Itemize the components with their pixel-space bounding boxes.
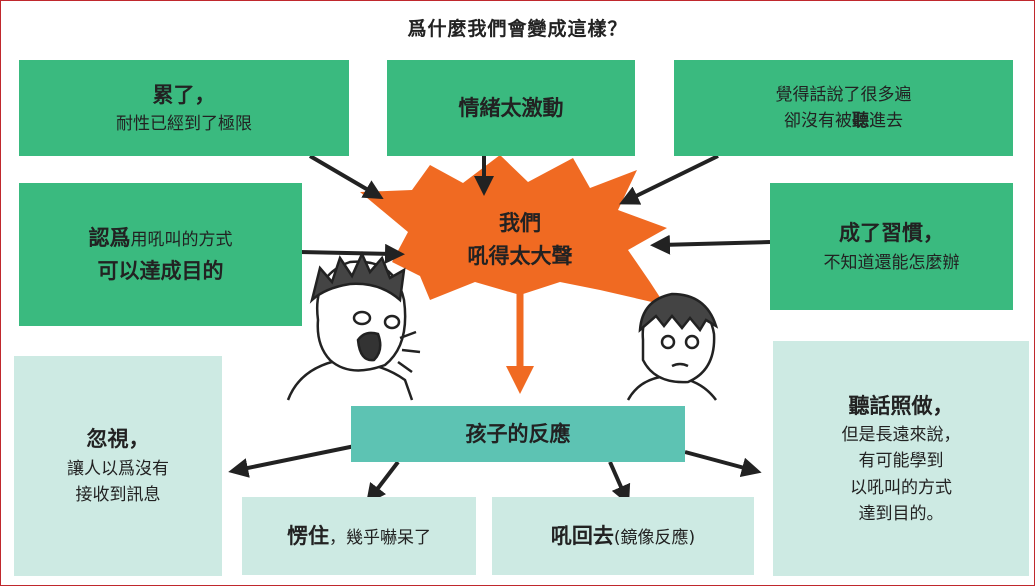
cause-tired-detail: 耐性已經到了極限: [116, 114, 252, 135]
reaction-ignore-line1: 讓人以爲沒有: [67, 458, 169, 479]
reaction-ignore-line2: 接收到訊息: [75, 485, 161, 506]
reaction-obey-line2: 有可能學到: [858, 451, 944, 472]
cause-tired-box: 累了， 耐性已經到了極限: [19, 60, 349, 156]
reaction-obey-line1: 但是長遠來說，: [841, 425, 961, 446]
arrow-ignore: [228, 444, 356, 478]
reaction-title-box: 孩子的反應: [351, 406, 685, 462]
arrow-obey: [684, 450, 762, 478]
cause-unheard-box: 覺得話說了很多遍 卻沒有被聽進去: [674, 60, 1013, 156]
arrow-unheard: [619, 154, 719, 205]
arrow-method: [299, 243, 405, 264]
reaction-ignore-heading: 忽視，: [86, 427, 150, 452]
cause-habit-heading: 成了習慣，: [839, 221, 944, 246]
child-illustration: [626, 292, 719, 401]
center-line2: 吼得太大聲: [467, 244, 573, 268]
cause-method-box: 認爲用吼叫的方式 可以達成目的: [19, 183, 302, 326]
arrow-habit: [650, 234, 771, 255]
arrow-yell-back: [608, 461, 631, 506]
reaction-stunned-text: 愣住，幾乎嚇呆了: [287, 523, 431, 548]
reaction-obey-line3: 以吼叫的方式: [850, 477, 952, 498]
cause-method-line2: 可以達成目的: [97, 258, 224, 283]
reaction-title: 孩子的反應: [465, 421, 571, 446]
center-burst-text: 我們 吼得太大聲: [430, 200, 610, 280]
cause-tired-heading: 累了，: [152, 82, 216, 107]
reaction-yell-back-box: 吼回去(鏡像反應): [492, 497, 754, 575]
cause-method-line1: 認爲用吼叫的方式: [88, 225, 233, 250]
burst-shape: [360, 155, 667, 305]
yelling-adult-illustration: [286, 250, 421, 401]
reaction-ignore-box: 忽視， 讓人以爲沒有 接收到訊息: [14, 356, 222, 576]
reaction-obey-box: 聽話照做， 但是長遠來說， 有可能學到 以吼叫的方式 達到目的。: [773, 341, 1029, 576]
arrow-tired: [308, 154, 384, 200]
cause-emotion-box: 情緒太激動: [387, 60, 635, 156]
center-line1: 我們: [499, 211, 541, 236]
cause-unheard-line1: 覺得話說了很多遍: [775, 84, 912, 105]
reaction-stunned-box: 愣住，幾乎嚇呆了: [242, 497, 476, 575]
cause-emotion-label: 情緒太激動: [458, 95, 564, 120]
reaction-obey-heading: 聽話照做，: [848, 393, 954, 418]
arrow-stunned: [365, 460, 400, 504]
cause-unheard-line2: 卻沒有被聽進去: [784, 111, 903, 131]
diagram-title: 爲什麼我們會變成這樣？: [407, 18, 628, 40]
reaction-obey-line4: 達到目的。: [858, 504, 944, 525]
cause-habit-detail: 不知道還能怎麼辦: [823, 252, 960, 273]
cause-habit-box: 成了習慣， 不知道還能怎麼辦: [770, 183, 1013, 310]
reaction-yell-back-text: 吼回去(鏡像反應): [550, 523, 696, 548]
